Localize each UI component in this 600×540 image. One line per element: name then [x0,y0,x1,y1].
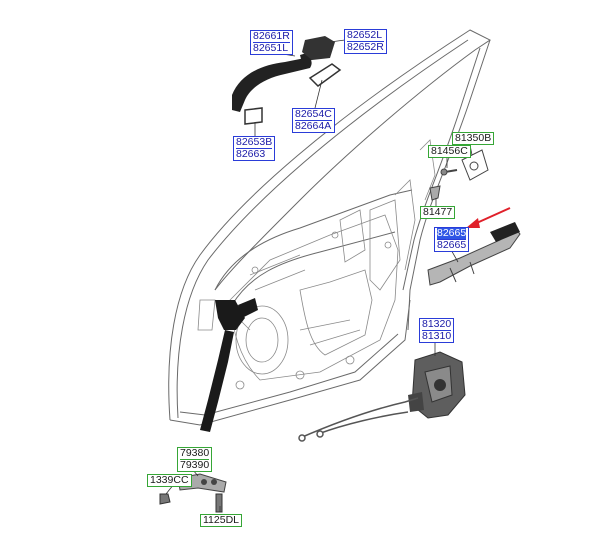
part-number: 82652R [347,41,384,53]
part-number: 82652L [347,29,383,41]
part-number: 79390 [180,459,210,471]
callout-81456C[interactable]: 81456C [428,145,471,158]
callout-79380-79390[interactable]: 79380 79390 [177,447,213,472]
callout-81477[interactable]: 81477 [420,206,456,219]
part-number: 1339CC [150,474,189,486]
inner-handle-assy [427,222,521,286]
part-number: 1125DL [203,514,240,526]
handle-gasket [308,63,342,87]
part-number: 82665 [437,239,467,251]
part-number: 82663 [236,148,273,160]
callout-81350B[interactable]: 81350B [452,132,495,145]
bracket-cover-part [461,149,489,181]
callout-82654C-82664A[interactable]: 82654C 82664A [292,108,335,133]
outside-handle [232,36,335,112]
escutcheon-part [244,107,263,125]
part-number: 81310 [422,330,452,342]
callout-1339CC[interactable]: 1339CC [147,474,192,487]
callout-81320-81310[interactable]: 81320 81310 [419,318,455,343]
door-latch-assy [408,351,466,419]
callout-82653B-82663[interactable]: 82653B 82663 [233,136,276,161]
part-number: 81477 [423,206,453,218]
door-checker [200,298,258,432]
callout-82652L-82652R[interactable]: 82652L 82652R [344,29,387,54]
part-number: 82664A [295,120,332,132]
part-number: 82654C [295,108,332,120]
part-number: 81456C [431,145,468,157]
door-inner-panel [197,139,436,390]
part-number: 82651L [253,42,290,54]
callout-82661R-82651L[interactable]: 82661R 82651L [250,30,293,55]
callout-1125DL[interactable]: 1125DL [200,514,243,527]
screw-part [440,168,458,176]
red-pointer-arrow [466,207,511,228]
part-number: 79380 [180,447,210,459]
part-number-selected: 82665 [437,227,467,239]
part-number: 82653B [236,136,273,148]
door-frame [168,29,491,426]
latch-cables [298,397,419,442]
part-number: 81350B [455,132,492,144]
part-number: 82661R [253,30,290,42]
callout-82665[interactable]: 82665 82665 [434,227,470,252]
striker-part [429,185,441,201]
part-number: 81320 [422,318,452,330]
